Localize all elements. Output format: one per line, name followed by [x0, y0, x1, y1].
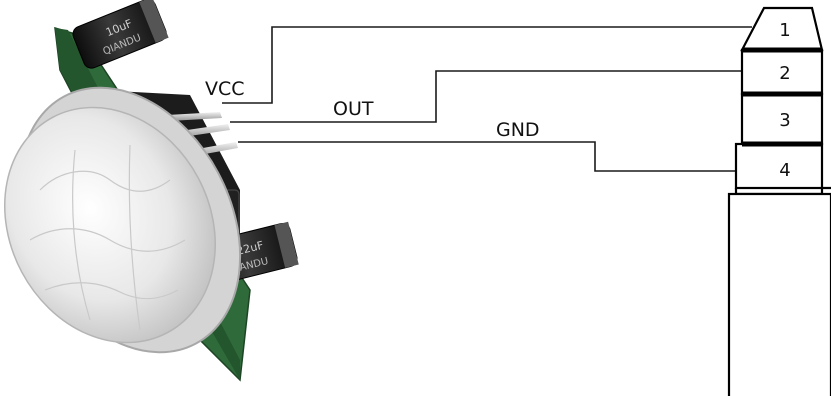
jack-plug-body — [727, 192, 831, 396]
capacitor-bottom-value: 22uF — [235, 239, 265, 258]
trrs-jack: 1 2 3 4 — [727, 6, 831, 396]
jack-ring-2-body — [740, 48, 824, 96]
jack-ring-number-4: 4 — [779, 160, 790, 181]
wires — [222, 26, 752, 172]
fresnel-dome — [4, 106, 216, 344]
wire-out — [230, 70, 746, 123]
wire-gnd — [238, 141, 736, 172]
jack-ring-3-body — [740, 92, 824, 146]
label-gnd: GND — [496, 119, 540, 141]
pir-sensor-module: 10uF QIANDU 22uF QIANDU — [4, 0, 299, 382]
jack-ring-4-body — [734, 142, 824, 190]
label-out: OUT — [333, 98, 374, 120]
jack-ring-number-1: 1 — [779, 20, 790, 41]
jack-ring-number-2: 2 — [779, 63, 790, 84]
fresnel-facets — [29, 144, 186, 331]
wire-vcc — [222, 26, 752, 104]
label-vcc: VCC — [205, 78, 245, 100]
jack-ring-number-3: 3 — [779, 110, 790, 131]
capacitor-top: 10uF QIANDU — [72, 0, 169, 69]
